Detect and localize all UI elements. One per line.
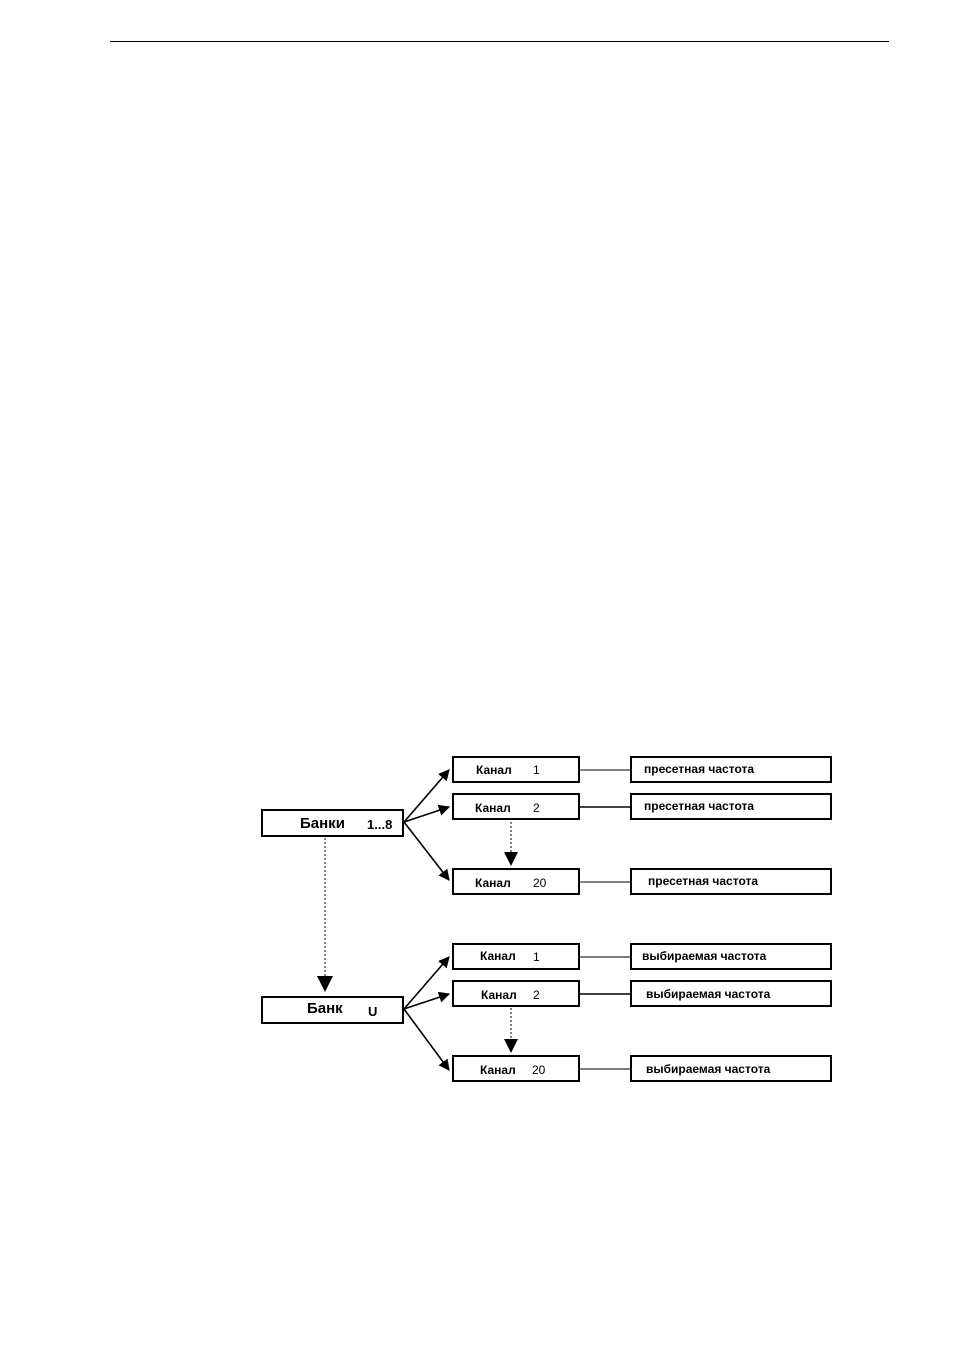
channel-number: 2 bbox=[533, 988, 540, 1002]
frequency-label: пресетная частота bbox=[644, 762, 755, 776]
channel-name: Канал bbox=[480, 1063, 516, 1077]
channel-box: Канал 1 bbox=[452, 756, 580, 783]
bank-box-u: Банк U bbox=[261, 996, 404, 1024]
channel-name: Канал bbox=[481, 988, 517, 1002]
arrow-bank1-ch2 bbox=[403, 804, 451, 823]
arrowhead-bank1-ch2-ch20 bbox=[504, 852, 518, 866]
frequency-box: пресетная частота bbox=[630, 756, 832, 783]
channel-box: Канал 2 bbox=[452, 793, 580, 820]
channel-box: Канал 20 bbox=[452, 868, 580, 895]
channel-number: 2 bbox=[533, 801, 540, 815]
frequency-label: выбираемая частота bbox=[646, 1062, 771, 1076]
arrow-bank1-ch1 bbox=[403, 769, 450, 823]
bank-name: Банки bbox=[300, 815, 345, 832]
arrowhead-bank1-bankU bbox=[317, 976, 333, 992]
frequency-box: пресетная частота bbox=[630, 793, 832, 820]
frequency-box: выбираемая частота bbox=[630, 980, 832, 1007]
frequency-box: выбираемая частота bbox=[630, 943, 832, 970]
arrow-bankU-ch2 bbox=[403, 991, 451, 1010]
arrowhead-bankU-ch2-ch20 bbox=[504, 1039, 518, 1053]
channel-name: Канал bbox=[475, 876, 511, 890]
frequency-label: выбираемая частота bbox=[642, 949, 767, 963]
channel-number: 20 bbox=[532, 1063, 546, 1077]
channel-name: Канал bbox=[475, 801, 511, 815]
channel-box: Канал 2 bbox=[452, 980, 580, 1007]
channel-number: 1 bbox=[533, 763, 540, 777]
arrow-bankU-ch1 bbox=[403, 956, 450, 1010]
channel-box: Канал 1 bbox=[452, 943, 580, 970]
frequency-label: пресетная частота bbox=[644, 799, 755, 813]
header-rule bbox=[110, 41, 889, 42]
frequency-label: пресетная частота bbox=[648, 874, 759, 888]
bank-range: 1...8 bbox=[367, 817, 393, 832]
bank-range: U bbox=[368, 1004, 378, 1019]
frequency-box: пресетная частота bbox=[630, 868, 832, 895]
channel-number: 1 bbox=[533, 950, 540, 964]
channel-name: Канал bbox=[480, 949, 516, 963]
frequency-label: выбираемая частота bbox=[646, 987, 771, 1001]
arrow-bank1-ch20 bbox=[403, 821, 450, 881]
frequency-box: выбираемая частота bbox=[630, 1055, 832, 1082]
arrow-bankU-ch20 bbox=[403, 1008, 450, 1071]
channel-box: Канал 20 bbox=[452, 1055, 580, 1082]
channel-name: Канал bbox=[476, 763, 512, 777]
bank-name: Банк bbox=[307, 1000, 343, 1017]
channel-number: 20 bbox=[533, 876, 547, 890]
bank-box-1-8: Банки 1...8 bbox=[261, 809, 404, 837]
